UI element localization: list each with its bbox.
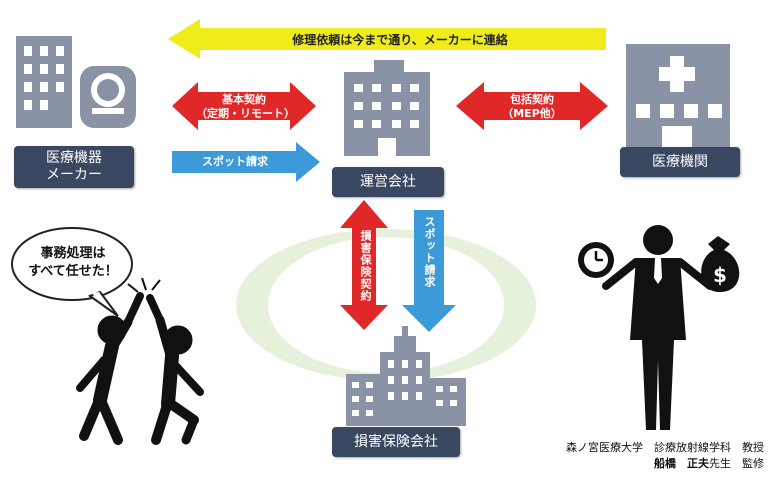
maker-label: 医療機器 メーカー (14, 146, 134, 188)
speech-bubble (11, 227, 133, 317)
package-contract-line2: （MEP他） (502, 107, 562, 120)
basic-contract-text: 基本契約 （定期・リモート） (196, 93, 295, 121)
office-building-icon (344, 60, 430, 156)
package-contract-arrow (456, 82, 608, 130)
package-contract-text: 包括契約 （MEP他） (482, 93, 582, 121)
high-five-people-icon (76, 292, 204, 445)
spot-request-vertical-arrow (402, 210, 456, 332)
spot-request-horizontal-text: スポット請求 (202, 155, 268, 168)
basic-contract-line2: （定期・リモート） (196, 107, 295, 120)
maker-label-line1: 医療機器 (46, 150, 102, 166)
speech-bubble-text: 事務処理は すべて任せた！ (18, 245, 128, 281)
insurance-contract-text: 損害保険契約 (359, 230, 372, 302)
spot-request-vertical-text: スポット請求 (423, 216, 436, 288)
package-contract-line1: 包括契約 (510, 93, 554, 106)
businessman-balance-icon (602, 225, 714, 430)
city-buildings-icon (346, 326, 466, 426)
speech-bubble-line1: 事務処理は (40, 246, 106, 261)
maker-label-line2: メーカー (46, 167, 102, 183)
spot-request-horizontal-arrow (172, 142, 320, 182)
clock-icon (578, 242, 614, 278)
hospital-icon (626, 44, 730, 152)
credit-line2: 船橋 正夫先生 監修 (520, 456, 764, 472)
top-banner-text: 修理依頼は今まで通り、メーカーに連絡 (292, 33, 508, 47)
basic-contract-arrow (172, 82, 316, 130)
credit-block: 森ノ宮医療大学 診療放射線学科 教授 船橋 正夫先生 監修 (520, 440, 764, 472)
top-banner-arrow (168, 19, 606, 59)
svg-text:$: $ (713, 263, 727, 287)
insurance-contract-arrow (340, 228, 388, 330)
credit-line1: 森ノ宮医療大学 診療放射線学科 教授 (566, 441, 764, 454)
money-bag-icon: $ (701, 236, 740, 292)
speech-bubble-line2: すべて任せた！ (28, 264, 118, 279)
building-mri-icon (16, 36, 136, 128)
basic-contract-line1: 基本契約 (222, 93, 266, 106)
spark-icon (127, 277, 161, 293)
operator-label: 運営会社 (332, 167, 444, 197)
credit-name: 船橋 正夫 (654, 457, 709, 470)
insurer-label: 損害保険会社 (332, 427, 460, 457)
hospital-label: 医療機関 (620, 147, 740, 177)
credit-honorific: 先生 監修 (709, 457, 764, 470)
insurance-contract-arrow-head (340, 200, 388, 228)
